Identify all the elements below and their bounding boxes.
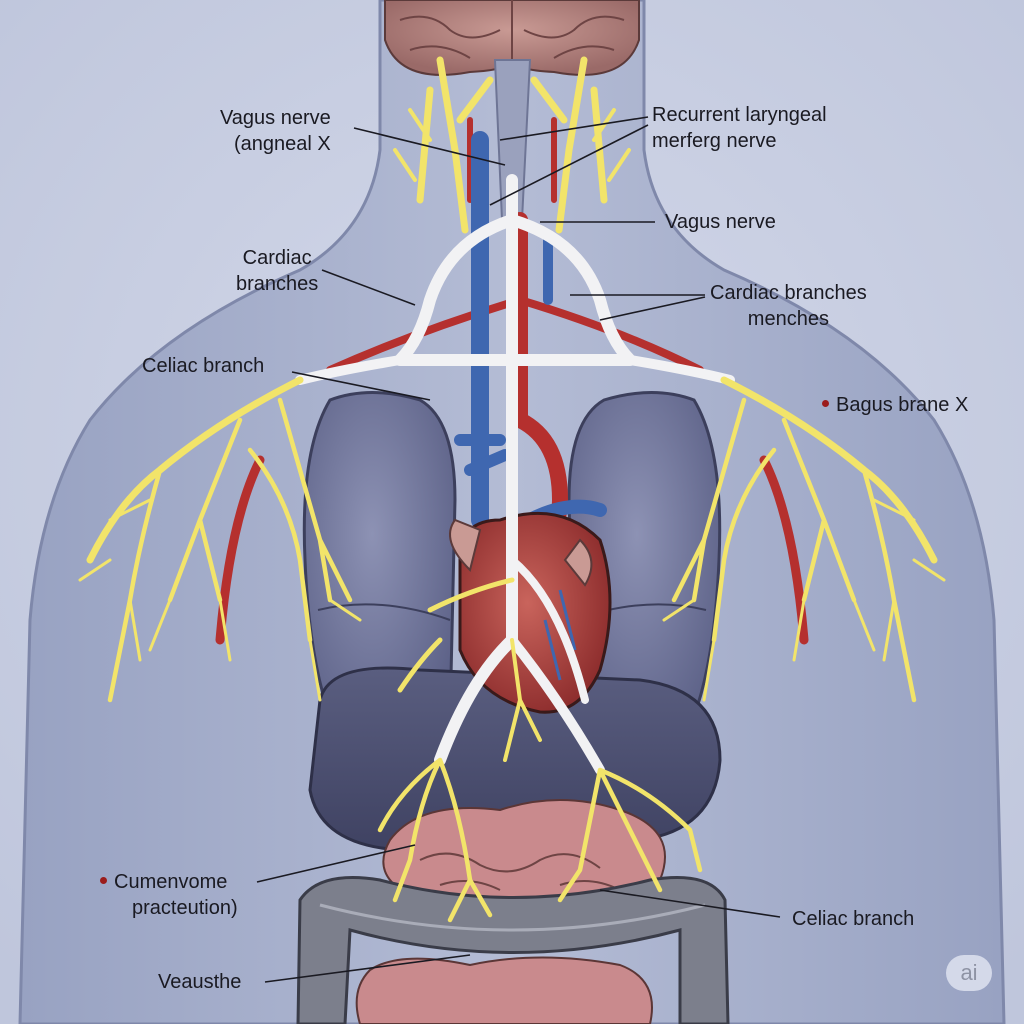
- label-line: (angneal X: [234, 133, 331, 155]
- leader-vagus-left: [353, 127, 506, 166]
- label-celiac-branch-bottom: Celiac branch: [792, 906, 914, 932]
- ai-watermark-badge: ai: [946, 955, 992, 991]
- label-line: Vagus nerve: [219, 107, 331, 129]
- leader-veausthe: [264, 954, 471, 983]
- leader-cumenvome: [256, 844, 416, 883]
- label-line: menches: [747, 308, 829, 330]
- label-line: branches: [236, 273, 319, 295]
- leader-cardiac-right-2: [599, 296, 706, 321]
- label-line: Vagus nerve: [665, 211, 776, 233]
- leader-cardiac-left: [321, 269, 416, 306]
- label-line: Celiac branch: [792, 908, 915, 930]
- label-recurrent-laryngeal: Recurrent laryngeal merferg nerve: [652, 102, 827, 154]
- leader-recurrent-laryngeal-2: [489, 124, 649, 206]
- large-intestine-colon: [296, 876, 730, 1024]
- leader-recurrent-laryngeal-1: [499, 116, 649, 141]
- label-cumenvome: Cumenvome practeution): [100, 869, 238, 921]
- leader-celiac-bottom: [599, 889, 781, 918]
- label-line: merferg nerve: [652, 130, 777, 152]
- small-intestine: [355, 799, 666, 1024]
- label-vagus-nerve-right: Vagus nerve: [665, 209, 776, 235]
- label-vagus-nerve-top-left: Vagus nerve (angneal X: [212, 105, 331, 157]
- label-line: Recurrent laryngeal: [652, 104, 827, 126]
- label-cardiac-branches-right: Cardiac branches menches: [710, 280, 867, 332]
- label-line: Cardiac: [242, 247, 312, 269]
- label-bagus-brane: Bagus brane X: [822, 392, 968, 418]
- label-veausthe: Veausthe: [158, 969, 241, 995]
- label-line: Cumenvome: [114, 871, 228, 893]
- leader-lines: [256, 116, 781, 983]
- leader-celiac-left: [291, 371, 431, 401]
- label-cardiac-branches-left: Cardiac branches: [236, 245, 318, 297]
- label-line: Veausthe: [158, 971, 242, 993]
- label-line: practeution): [132, 897, 238, 919]
- label-dot-icon: [822, 400, 829, 408]
- label-line: Cardiac branches: [710, 282, 867, 304]
- label-celiac-branch-left: Celiac branch: [142, 353, 264, 379]
- label-line: Bagus brane X: [836, 394, 969, 416]
- label-line: Celiac branch: [142, 355, 265, 377]
- label-dot-icon: [100, 877, 107, 885]
